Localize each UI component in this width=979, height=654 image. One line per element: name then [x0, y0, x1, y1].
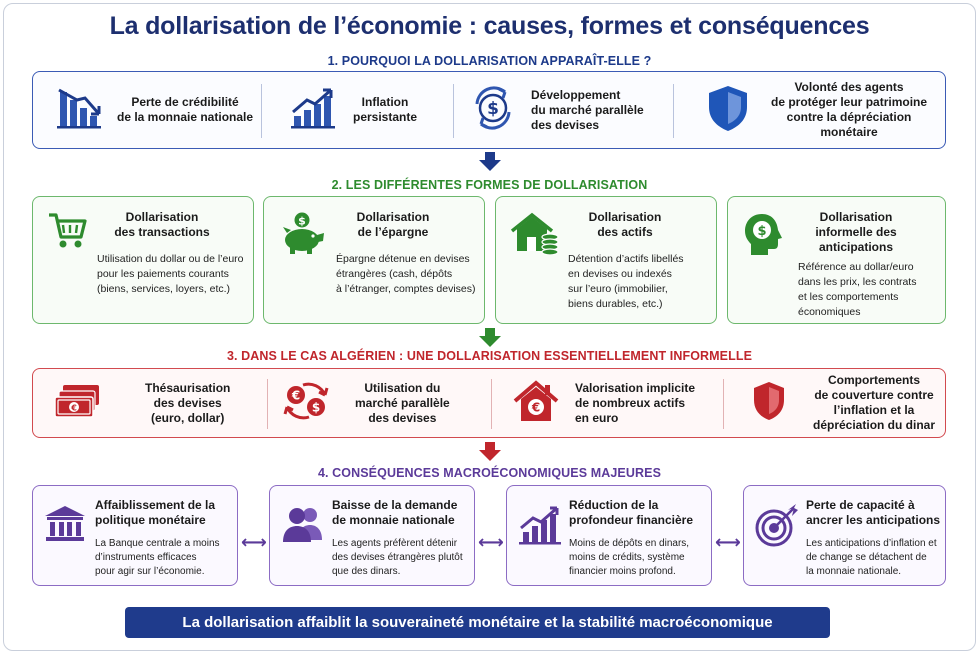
form-expectations-desc: Référence au dollar/euro dans les prix, …: [798, 261, 917, 318]
house-coins-icon: [510, 211, 560, 260]
declining-bar-chart-icon: [55, 84, 103, 137]
shield-icon: [751, 380, 787, 427]
svg-text:$: $: [487, 99, 499, 119]
divider: [491, 379, 492, 429]
consequence-depth-card: Réduction de la profondeur financière Mo…: [506, 485, 712, 586]
section-3-box: € Thésaurisation des devises (euro, doll…: [32, 368, 946, 438]
form-expectations-card: $ Dollarisation informelle des anticipat…: [727, 196, 946, 324]
section-1-box: Perte de crédibilité de la monnaie natio…: [32, 71, 946, 149]
form-transactions-card: Dollarisation des transactions Utilisati…: [32, 196, 254, 324]
section-1-heading: 1. POURQUOI LA DOLLARISATION APPARAÎT-EL…: [327, 54, 652, 68]
case-hedging: Comportements de couverture contre l’inf…: [751, 369, 941, 437]
form-savings-title: Dollarisation de l’épargne: [356, 210, 430, 239]
dollar-exchange-icon: $: [469, 84, 517, 137]
consequence-anchor-card: Perte de capacité à ancrer les anticipat…: [743, 485, 946, 586]
head-dollar-icon: $: [742, 211, 786, 262]
currency-exchange-icon: €$: [281, 379, 331, 428]
form-transactions-title: Dollarisation des transactions: [114, 210, 210, 239]
double-arrow-icon: ⟷: [241, 532, 267, 552]
consequence-anchor-desc: Les anticipations d’inflation et de chan…: [806, 538, 937, 577]
consequence-policy-card: Affaiblissement de la politique monétair…: [32, 485, 238, 586]
form-expectations-title: Dollarisation informelle des anticipatio…: [815, 210, 897, 254]
form-savings-card: $ Dollarisation de l’épargne Épargne dét…: [263, 196, 485, 324]
svg-text:€: €: [531, 400, 540, 414]
case-hoarding-label: Thésaurisation des devises (euro, dollar…: [145, 380, 231, 425]
cause-credibility: Perte de crédibilité de la monnaie natio…: [55, 72, 255, 148]
case-asset-valuation-label: Valorisation implicite de nombreux actif…: [575, 380, 696, 425]
consequence-depth-title: Réduction de la profondeur financière: [569, 498, 694, 527]
divider: [723, 379, 724, 429]
form-assets-title: Dollarisation des actifs: [588, 210, 662, 239]
target-icon: [754, 504, 800, 553]
form-assets-desc: Détention d’actifs libellés en devises o…: [568, 253, 684, 310]
cause-protect-wealth: Volonté des agents de protéger leur patr…: [705, 72, 935, 148]
case-hoarding: € Thésaurisation des devises (euro, doll…: [53, 369, 253, 437]
double-arrow-icon: ⟷: [478, 532, 504, 552]
growth-chart-icon: [517, 504, 563, 551]
case-parallel-market: €$ Utilisation du marché parallèle des d…: [281, 369, 481, 437]
consequence-demand-desc: Les agents préfèrent détenir des devises…: [332, 538, 463, 577]
section-2-heading: 2. LES DIFFÉRENTES FORMES DE DOLLARISATI…: [331, 178, 648, 192]
cause-protect-wealth-label: Volonté des agents de protéger leur patr…: [771, 80, 928, 139]
shopping-cart-icon: [47, 211, 89, 256]
consequence-demand-card: Baisse de la demande de monnaie national…: [269, 485, 475, 586]
divider: [261, 84, 262, 138]
shield-icon: [705, 83, 751, 138]
cause-credibility-label: Perte de crédibilité de la monnaie natio…: [117, 95, 254, 124]
form-savings-desc: Épargne détenue en devises étrangères (c…: [336, 253, 476, 295]
svg-text:$: $: [298, 215, 306, 228]
section-3-heading: 3. DANS LE CAS ALGÉRIEN : UNE DOLLARISAT…: [226, 349, 753, 363]
section-4-heading: 4. CONSÉQUENCES MACROÉCONOMIQUES MAJEURE…: [317, 466, 662, 480]
consequence-demand-title: Baisse de la demande de monnaie national…: [332, 498, 458, 527]
cause-inflation: Inflation persistante: [289, 72, 459, 148]
piggy-bank-icon: $: [278, 211, 326, 260]
cause-parallel-market: $ Développement du marché parallèle des …: [469, 72, 669, 148]
conclusion-banner: La dollarisation affaiblit la souveraine…: [125, 607, 830, 638]
case-asset-valuation: € Valorisation implicite de nombreux act…: [513, 369, 713, 437]
outer-frame: [3, 3, 976, 651]
svg-text:$: $: [757, 224, 766, 239]
page-title: La dollarisation de l’économie : causes,…: [109, 12, 870, 40]
people-icon: [280, 504, 326, 549]
case-hedging-label: Comportements de couverture contre l’inf…: [813, 373, 936, 432]
consequence-policy-desc: La Banque centrale a moins d’instruments…: [95, 538, 220, 577]
double-arrow-icon: ⟷: [715, 532, 741, 552]
consequence-depth-desc: Moins de dépôts en dinars, moins de créd…: [569, 538, 690, 577]
form-transactions-desc: Utilisation du dollar ou de l’euro pour …: [97, 253, 244, 295]
form-assets-card: Dollarisation des actifs Détention d’act…: [495, 196, 717, 324]
svg-text:€: €: [291, 388, 300, 402]
rising-bar-chart-icon: [289, 84, 337, 137]
bank-building-icon: [43, 504, 87, 549]
cause-inflation-label: Inflation persistante: [353, 95, 418, 124]
cause-parallel-market-label: Développement du marché parallèle des de…: [531, 87, 644, 132]
divider: [267, 379, 268, 429]
house-euro-icon: €: [513, 379, 559, 428]
svg-text:$: $: [312, 400, 320, 414]
consequence-policy-title: Affaiblissement de la politique monétair…: [95, 498, 216, 527]
divider: [453, 84, 454, 138]
consequence-anchor-title: Perte de capacité à ancrer les anticipat…: [806, 498, 941, 527]
svg-text:€: €: [70, 403, 77, 412]
case-parallel-market-label: Utilisation du marché parallèle des devi…: [355, 380, 450, 425]
banknotes-icon: €: [53, 381, 103, 426]
divider: [673, 84, 674, 138]
